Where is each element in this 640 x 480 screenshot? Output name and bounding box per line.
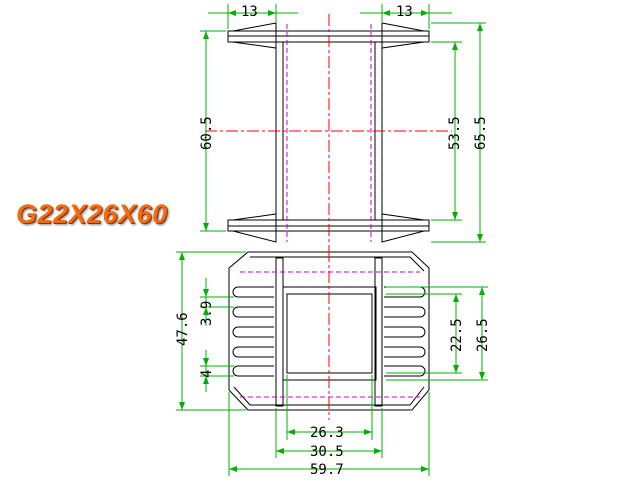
dim-slot-width: 4: [199, 370, 215, 378]
hidden-lines-top: [286, 24, 372, 242]
pin-left: [275, 257, 284, 407]
dim-core-inner: 26.3: [310, 425, 344, 441]
dim-overall-height: 65.5: [473, 116, 489, 150]
right-slots: [384, 286, 426, 377]
dim-flange-left: 13: [241, 4, 258, 20]
hidden-lines-bottom: [240, 271, 420, 398]
dim-window-inner: 22.5: [449, 318, 465, 352]
part-number-title: G22X26X60: [16, 199, 168, 229]
left-slots: [232, 286, 274, 377]
base-plan-view: [228, 250, 430, 420]
dim-winding-height: 53.5: [447, 116, 463, 150]
dimension-arrowheads: [179, 10, 485, 472]
dim-window-outer: 26.5: [475, 318, 491, 352]
dim-inner-height: 60.5: [199, 116, 215, 150]
dim-flange-right: 13: [396, 4, 413, 20]
dim-slot-pitch: 3.9: [199, 301, 215, 326]
bottom-view-dimensions: [176, 251, 488, 476]
dim-core-outer: 30.5: [310, 444, 344, 460]
pin-right: [374, 257, 383, 407]
base-outline: [228, 251, 430, 411]
centerlines-top: [205, 14, 452, 250]
dimension-labels: 13 13 60.5 53.5 65.5 47.6 3.9 4 22.5 26.…: [175, 4, 491, 478]
top-view-dimensions: [200, 4, 486, 243]
bobbin-side-view: [205, 14, 452, 250]
dim-overall-width: 59.7: [310, 462, 344, 478]
dim-base-height: 47.6: [175, 312, 191, 346]
